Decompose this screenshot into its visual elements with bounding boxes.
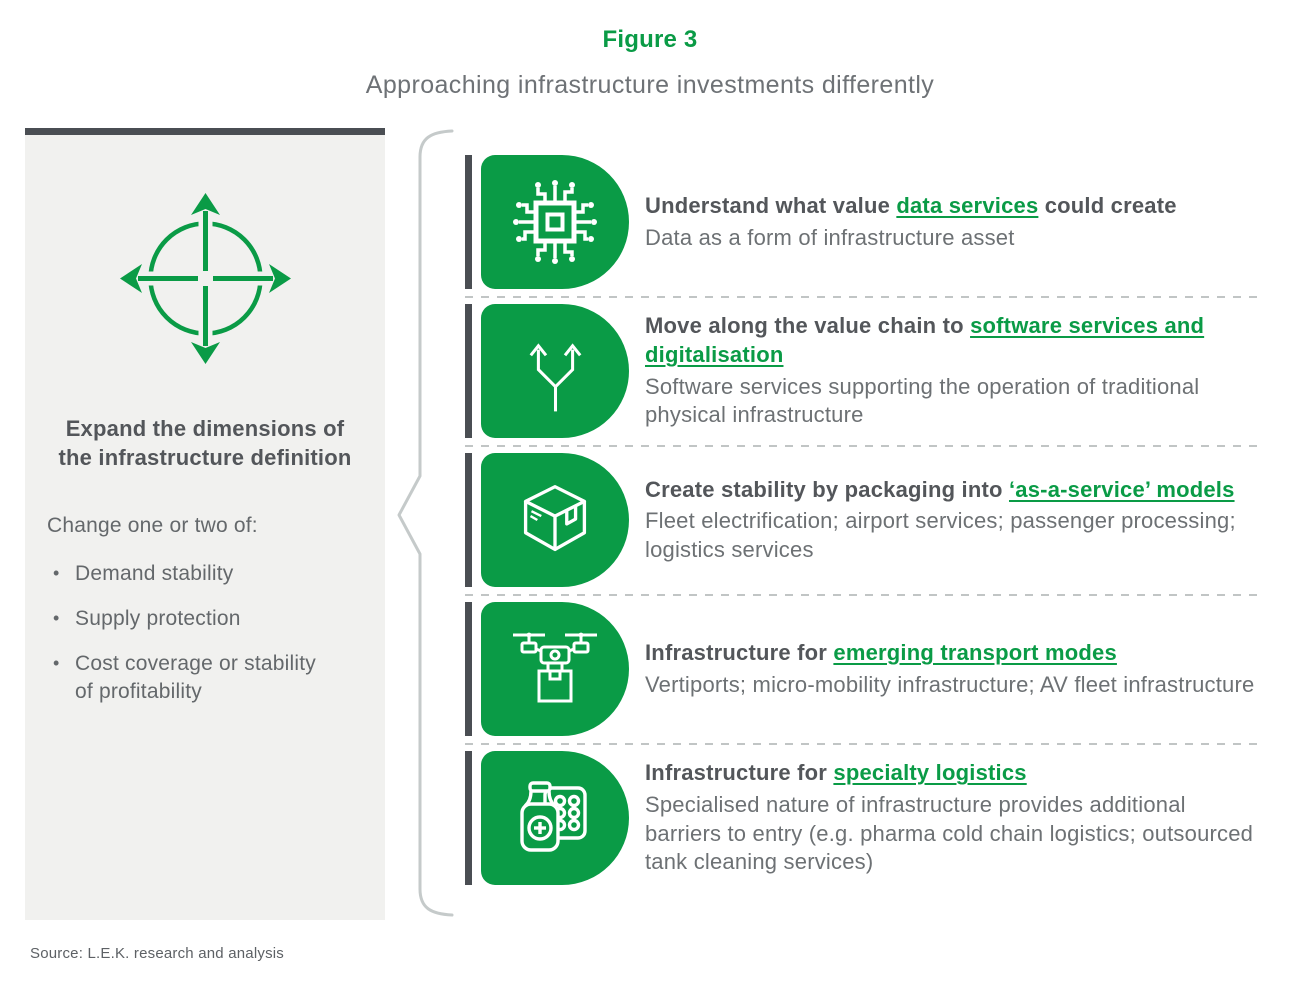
row-badge <box>481 453 629 587</box>
list-item: • Cost coverage or stability of profitab… <box>53 650 385 706</box>
row-accent-bar <box>465 453 472 587</box>
dashed-separator <box>465 296 1259 298</box>
curly-brace <box>397 129 454 917</box>
title-text: Understand what value <box>645 192 897 218</box>
row-title: Move along the value chain to software s… <box>645 312 1259 369</box>
pharma-supplies-icon <box>520 781 587 852</box>
circuit-chip-icon <box>513 180 597 264</box>
figure-title: Approaching infrastructure investments d… <box>365 71 935 99</box>
row-text: Infrastructure for specialty logistics S… <box>645 751 1259 885</box>
delivery-drone-icon <box>513 632 597 703</box>
dashed-separator <box>465 594 1259 596</box>
investment-approach-rows: Understand what value data services coul… <box>465 155 1277 885</box>
row-subtitle: Software services supporting the operati… <box>645 373 1200 428</box>
row-badge <box>481 751 629 885</box>
row-emerging-transport: Infrastructure for emerging transport mo… <box>465 602 1277 736</box>
row-data-services: Understand what value data services coul… <box>465 155 1277 289</box>
row-title: Understand what value data services coul… <box>645 192 1259 221</box>
specialty-logistics-link[interactable]: specialty logistics <box>833 760 1027 786</box>
list-item: • Supply protection <box>53 605 385 633</box>
row-as-a-service: Create stability by packaging into ‘as-a… <box>465 453 1277 587</box>
title-text: Infrastructure for <box>645 760 834 786</box>
row-text: Create stability by packaging into ‘as-a… <box>645 453 1259 587</box>
left-panel-intro: Change one or two of: <box>47 514 258 538</box>
row-badge <box>481 602 629 736</box>
row-subtitle: Vertiports; micro-mobility infrastructur… <box>645 671 1255 697</box>
bullet-dot: • <box>53 652 60 673</box>
row-subtitle: Fleet electrification; airport services;… <box>645 508 1236 562</box>
emerging-transport-link[interactable]: emerging transport modes <box>833 639 1117 665</box>
row-accent-bar <box>465 602 472 736</box>
list-item: • Demand stability <box>53 560 385 588</box>
title-text: Move along the value chain to <box>645 313 971 339</box>
left-panel-bullet-list: • Demand stability • Supply protection •… <box>53 560 385 706</box>
bullet-dot: • <box>53 563 60 584</box>
title-text: Create stability by packaging into <box>645 476 1009 502</box>
row-software-services: Move along the value chain to software s… <box>465 304 1277 438</box>
row-text: Move along the value chain to software s… <box>645 304 1259 438</box>
bullet-text: Supply protection <box>75 606 241 630</box>
row-subtitle: Specialised nature of infrastructure pro… <box>645 791 1254 875</box>
bullet-text: Cost coverage or stability of profitabil… <box>75 651 316 703</box>
row-title: Create stability by packaging into ‘as-a… <box>645 476 1259 505</box>
bullet-dot: • <box>53 607 60 628</box>
row-subtitle: Data as a form of infrastructure asset <box>645 224 1015 250</box>
row-specialty-logistics: Infrastructure for specialty logistics S… <box>465 751 1277 885</box>
as-a-service-link[interactable]: ‘as-a-service’ models <box>1008 476 1235 502</box>
package-box-icon <box>523 485 587 552</box>
row-badge <box>481 155 629 289</box>
row-text: Infrastructure for emerging transport mo… <box>645 602 1259 736</box>
title-text: could create <box>1038 192 1177 218</box>
software-services-link[interactable]: software services and digitalisation <box>645 313 1205 367</box>
left-panel-heading: Expand the dimensions of the infrastruct… <box>58 416 352 471</box>
row-badge <box>481 304 629 438</box>
row-accent-bar <box>465 155 472 289</box>
title-text: Infrastructure for <box>645 639 834 665</box>
bullet-text: Demand stability <box>75 562 234 586</box>
row-title: Infrastructure for emerging transport mo… <box>645 639 1259 668</box>
dashed-separator <box>465 445 1259 447</box>
data-services-link[interactable]: data services <box>896 192 1039 218</box>
row-title: Infrastructure for specialty logistics <box>645 759 1259 788</box>
row-text: Understand what value data services coul… <box>645 155 1259 289</box>
row-accent-bar <box>465 304 472 438</box>
row-accent-bar <box>465 751 472 885</box>
source-note: Source: L.E.K. research and analysis <box>30 945 284 962</box>
figure-label: Figure 3 <box>602 26 698 53</box>
branch-arrows-icon <box>529 342 581 411</box>
left-summary-panel: Expand the dimensions of the infrastruct… <box>25 128 385 920</box>
expand-four-arrows-icon <box>25 191 385 366</box>
dashed-separator <box>465 743 1259 745</box>
